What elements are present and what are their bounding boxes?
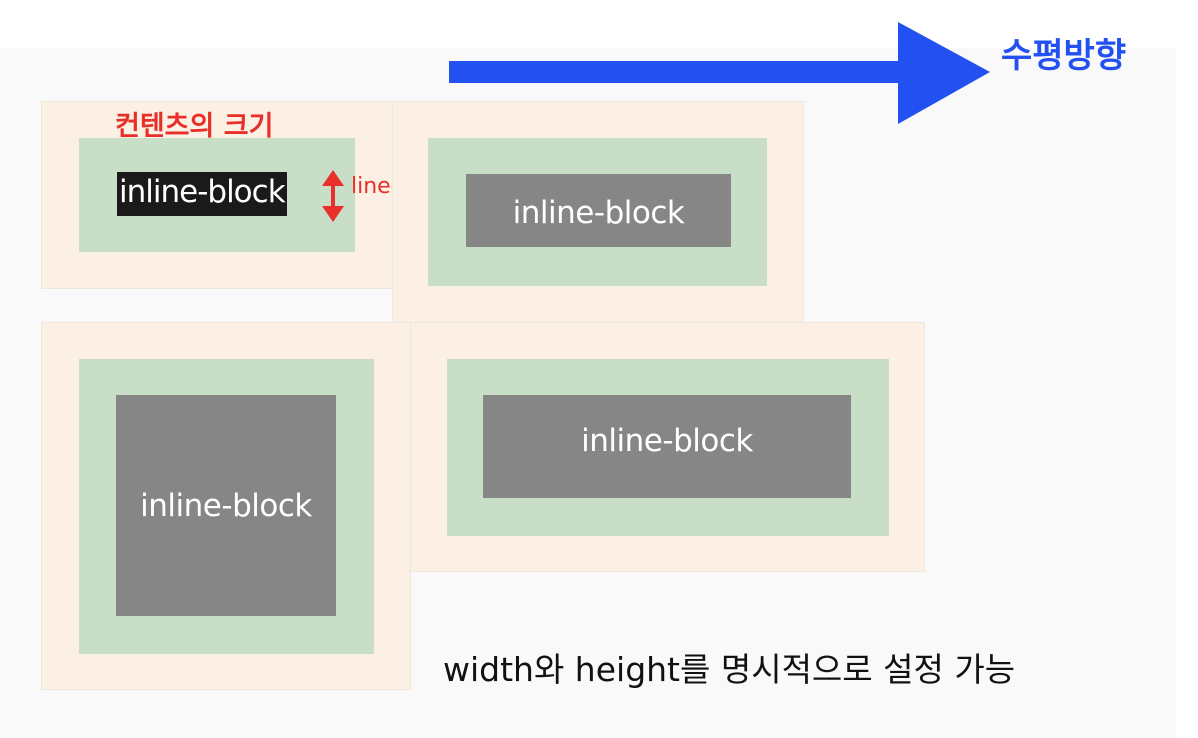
content-box-3: inline-block [116,395,336,616]
inline-text-content-sized: inline-block [117,172,287,216]
caption-text: width와 height를 명시적으로 설정 가능 [443,650,1016,689]
direction-label: 수평방향 [1001,36,1127,76]
content-box-2: inline-block [466,174,731,247]
content-size-label: 컨텐츠의 크기 [115,111,274,142]
content-box-4: inline-block [483,395,851,498]
